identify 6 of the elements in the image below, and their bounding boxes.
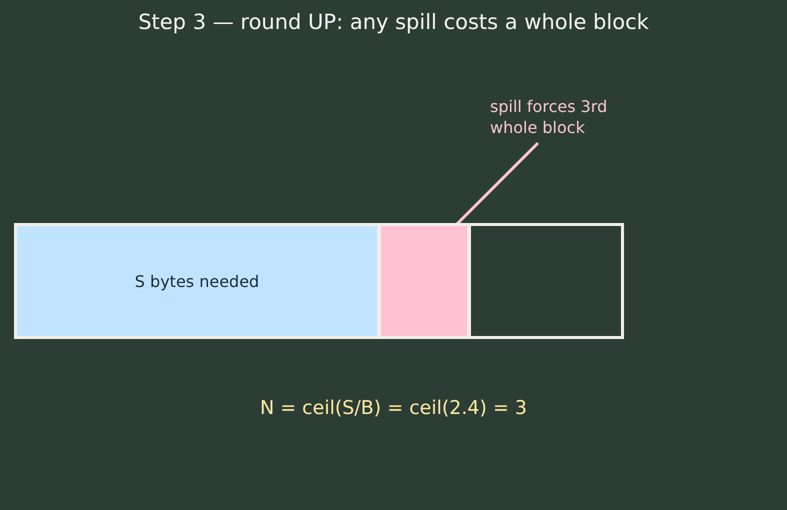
formula-text: N = ceil(S/B) = ceil(2.4) = 3: [258, 397, 528, 419]
needed-bytes-block: S bytes needed: [14, 223, 380, 339]
callout-note: spill forces 3rd whole block: [490, 96, 635, 144]
spill-block: [378, 223, 470, 339]
diagram-title: Step 3 — round UP: any spill costs a whole block: [137, 10, 650, 34]
leader-line: [456, 142, 538, 226]
